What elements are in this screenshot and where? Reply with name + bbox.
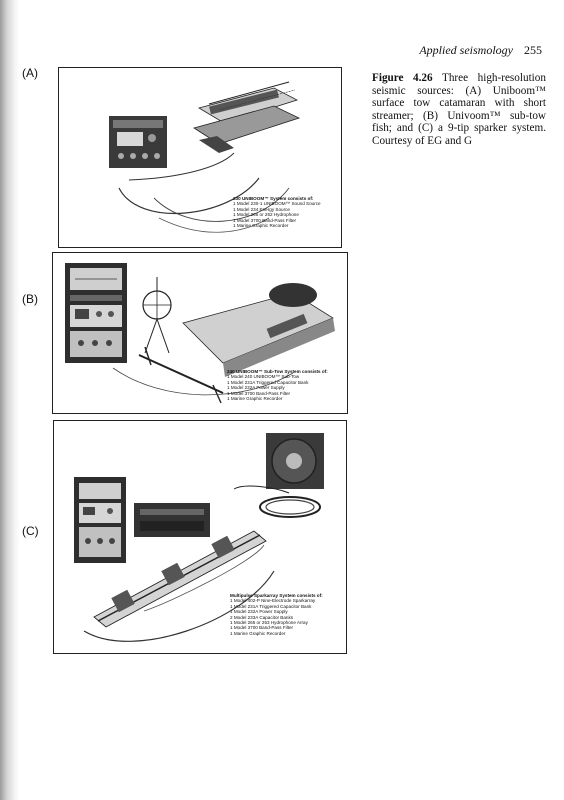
figure-panel-c: Multipulse Sparkarray System consists of… — [53, 420, 347, 654]
running-head-title: Applied seismology — [419, 43, 513, 57]
panel-c-caption-line: 1 Model 265 or 263 Hydrophone Array — [230, 620, 308, 626]
panel-a-caption-line: 1 Model 234 Energy Source — [233, 206, 290, 212]
panel-b-caption-line: 240 UNIBOOM™ Sub-Tow System consists of: — [227, 369, 328, 374]
panel-a-caption-line: 1 Model 3700 Band-Pass Filter — [233, 217, 297, 223]
figure-panel-b: 240 UNIBOOM™ Sub-Tow System consists of:… — [52, 252, 348, 414]
figure-caption: Figure 4.26 Three high-resolution seismi… — [372, 72, 546, 148]
panel-b-caption-line: 1 Model 3700 Band-Pass Filter — [227, 390, 291, 396]
panel-a-caption-line: 230 UNIBOOM™ System consists of: — [233, 196, 314, 201]
panel-b-photo — [65, 263, 335, 404]
panel-b-caption-line: 1 Marine Graphic Recorder — [227, 396, 283, 402]
panel-b-caption-line: 1 Model 231A Triggered Capacitor Bank — [227, 379, 309, 385]
panel-c-caption-line: 1 Model 402-P Nine-Electrode Sparkarray — [230, 598, 316, 604]
panel-a-caption-line: 1 Model 265 or 262 Hydrophone — [233, 212, 299, 218]
panel-c-photo — [74, 433, 324, 642]
panel-c-caption-line: Multipulse Sparkarray System consists of… — [230, 593, 323, 598]
panel-c-caption-line: 1 Model 3700 Band-Pass Filter — [230, 625, 294, 631]
panel-c-caption: Multipulse Sparkarray System consists of… — [230, 593, 323, 636]
panel-label-b: (B) — [22, 292, 38, 306]
panel-b-caption: 240 UNIBOOM™ Sub-Tow System consists of:… — [227, 369, 328, 401]
panel-label-a: (A) — [22, 66, 38, 80]
panel-b-caption-line: 1 Model 232A Power Supply — [227, 385, 285, 391]
figure-number: Figure 4.26 — [372, 72, 433, 84]
page-gutter-shadow — [0, 0, 20, 800]
figure-panel-a: 230 UNIBOOM™ System consists of: 1 Model… — [58, 67, 342, 248]
running-head: Applied seismology 255 — [419, 43, 542, 58]
panel-c-caption-line: 2 Model 233A Capacitor Banks — [230, 614, 294, 620]
panel-a-caption-line: 1 Marine Graphic Recorder — [233, 223, 289, 229]
panel-c-caption-line: 1 Model 231A Triggered Capacitor Bank — [230, 603, 312, 609]
panel-c-caption-line: 1 Marine Graphic Recorder — [230, 630, 286, 636]
panel-a-caption: 230 UNIBOOM™ System consists of: 1 Model… — [233, 196, 321, 228]
panel-a-photo — [109, 81, 301, 233]
panel-b-caption-line: 1 Model 240 UNIBOOM™ Sub-Tow — [227, 374, 300, 380]
figure-caption-text: Three high-resolution seismic sources: (… — [372, 72, 546, 147]
page-number: 255 — [524, 43, 542, 57]
panel-a-caption-line: 1 Model 230-1 UNIBOOM™ Sound Source — [233, 201, 321, 207]
panel-c-caption-line: 1 Model 232A Power Supply — [230, 609, 288, 615]
panel-label-c: (C) — [22, 524, 39, 538]
